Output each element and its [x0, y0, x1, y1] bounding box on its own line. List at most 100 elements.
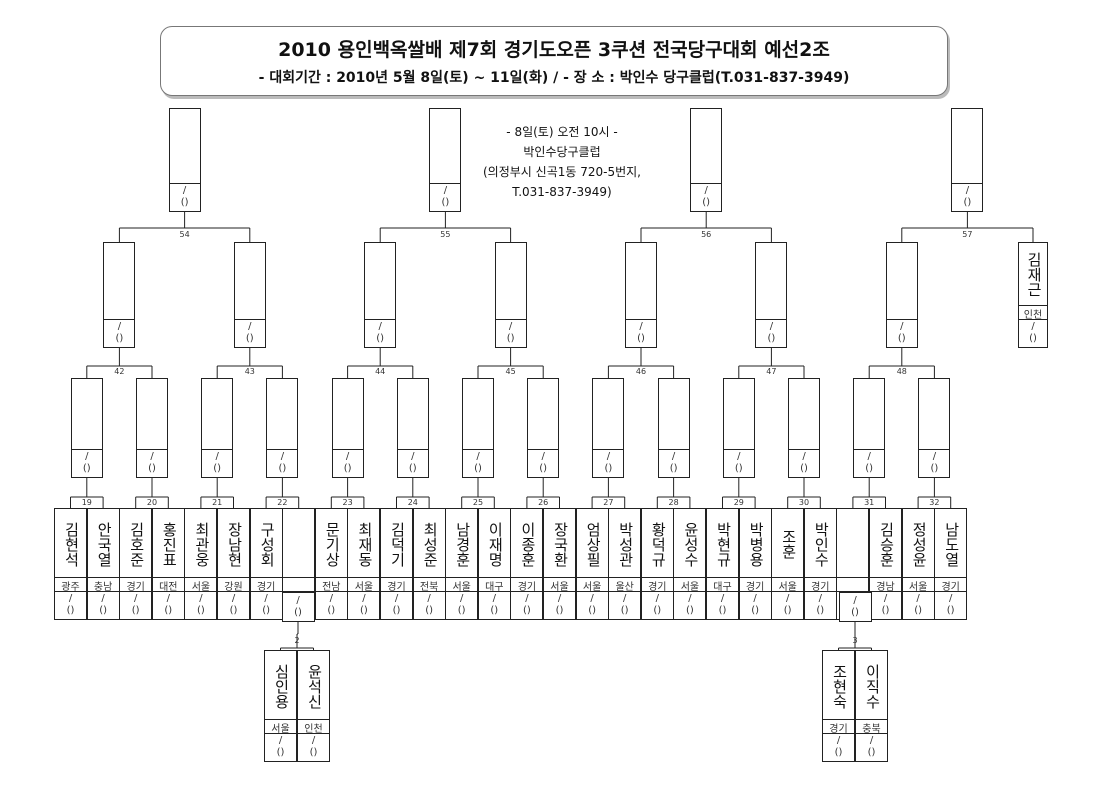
score-paren: (): [474, 463, 482, 474]
score-paren: (): [539, 463, 548, 474]
player-region: 강원: [224, 582, 243, 593]
player-region: 인천: [304, 724, 323, 735]
score-paren: (): [800, 463, 808, 474]
slot-divider: [55, 577, 86, 578]
score-mark: /: [362, 593, 366, 604]
score-mark: /: [557, 593, 562, 604]
slot-divider: [413, 591, 445, 592]
player-region: 경기: [256, 582, 276, 593]
slot-divider: [315, 577, 347, 578]
match-number: 29: [733, 498, 744, 507]
score-mark: /: [720, 593, 725, 604]
player-region: 전남: [322, 582, 341, 593]
slot-divider: [234, 319, 265, 320]
score-paren: (): [359, 605, 368, 616]
score-mark: /: [394, 593, 399, 604]
score-mark: /: [688, 593, 692, 604]
player-name: 남도열: [942, 521, 961, 567]
score-paren: (): [653, 605, 662, 616]
score-paren: (): [522, 605, 531, 616]
score-paren: (): [327, 605, 336, 616]
winner-slot: /(): [951, 108, 984, 212]
score-paren: (): [309, 747, 318, 758]
winner-slot: /(): [853, 378, 886, 478]
player-name: 박병용: [747, 521, 766, 567]
slot-divider: [576, 591, 608, 592]
score-paren: (): [229, 605, 238, 616]
title-box: 2010 용인백옥쌀배 제7회 경기도오픈 3쿠션 전국당구대회 예선2조 - …: [160, 26, 948, 96]
winner-slot: /(): [136, 378, 168, 478]
player-name: 문기상: [323, 521, 342, 567]
player-region: 서울: [582, 582, 602, 593]
slot-divider: [315, 591, 347, 592]
slot-divider: [348, 577, 380, 578]
slot-divider: [626, 319, 656, 320]
player-name: 김현석: [62, 521, 81, 567]
slot-divider: [856, 719, 887, 720]
score-mark: /: [215, 451, 219, 462]
player-name: 조현숙: [830, 663, 849, 709]
score-paren: (): [604, 463, 613, 474]
match-number: 21: [212, 498, 223, 507]
player-name: [843, 511, 863, 577]
player-region: 서울: [191, 582, 211, 593]
score-paren: (): [196, 605, 205, 616]
slot-divider: [298, 733, 329, 734]
player-region: 서울: [452, 582, 471, 593]
player-name: 최관웅: [192, 521, 211, 567]
slot-divider: [641, 591, 673, 592]
score-mark: /: [965, 185, 970, 196]
score-paren: (): [834, 747, 843, 758]
slot-divider: [169, 183, 200, 184]
winner-slot: /(): [755, 242, 788, 348]
score-mark: /: [166, 593, 170, 604]
score-mark: /: [525, 593, 529, 604]
player-name: 홍진표: [160, 521, 179, 567]
score-paren: (): [930, 463, 939, 474]
player-region: 경기: [648, 582, 667, 593]
slot-divider: [576, 577, 608, 578]
player-region: 충북: [862, 724, 881, 735]
score-paren: (): [881, 605, 890, 616]
match-number: 28: [668, 498, 679, 507]
player-region: 대구: [713, 582, 732, 593]
page-title: 2010 용인백옥쌀배 제7회 경기도오픈 3쿠션 전국당구대회 예선2조: [278, 39, 830, 61]
slot-divider: [283, 591, 315, 592]
match-number: 46: [635, 367, 647, 376]
score-mark: /: [883, 593, 888, 604]
score-mark: /: [378, 321, 382, 332]
slot-divider: [870, 577, 901, 578]
winner-slot: /(): [885, 242, 918, 348]
player-name: 안국열: [95, 521, 114, 567]
score-mark: /: [345, 451, 350, 462]
player-region: 경기: [745, 582, 765, 593]
prelim-winner-slot: /(): [281, 592, 315, 622]
slot-divider: [756, 319, 787, 320]
score-mark: /: [492, 593, 496, 604]
player-name: 정성윤: [910, 521, 929, 567]
slot-divider: [348, 591, 380, 592]
score-paren: (): [620, 605, 629, 616]
slot-divider: [71, 449, 102, 450]
score-paren: (): [392, 605, 401, 616]
slot-divider: [478, 577, 510, 578]
player-region: 경기: [829, 724, 848, 735]
score-mark: /: [802, 451, 806, 462]
score-paren: (): [963, 197, 972, 208]
score-paren: (): [99, 605, 107, 616]
slot-divider: [381, 591, 412, 592]
player-name: 이직수: [863, 663, 882, 709]
winner-slot: /(): [592, 378, 625, 478]
slot-divider: [837, 577, 869, 578]
slot-divider: [478, 591, 510, 592]
player-name: 엄상필: [584, 521, 603, 567]
